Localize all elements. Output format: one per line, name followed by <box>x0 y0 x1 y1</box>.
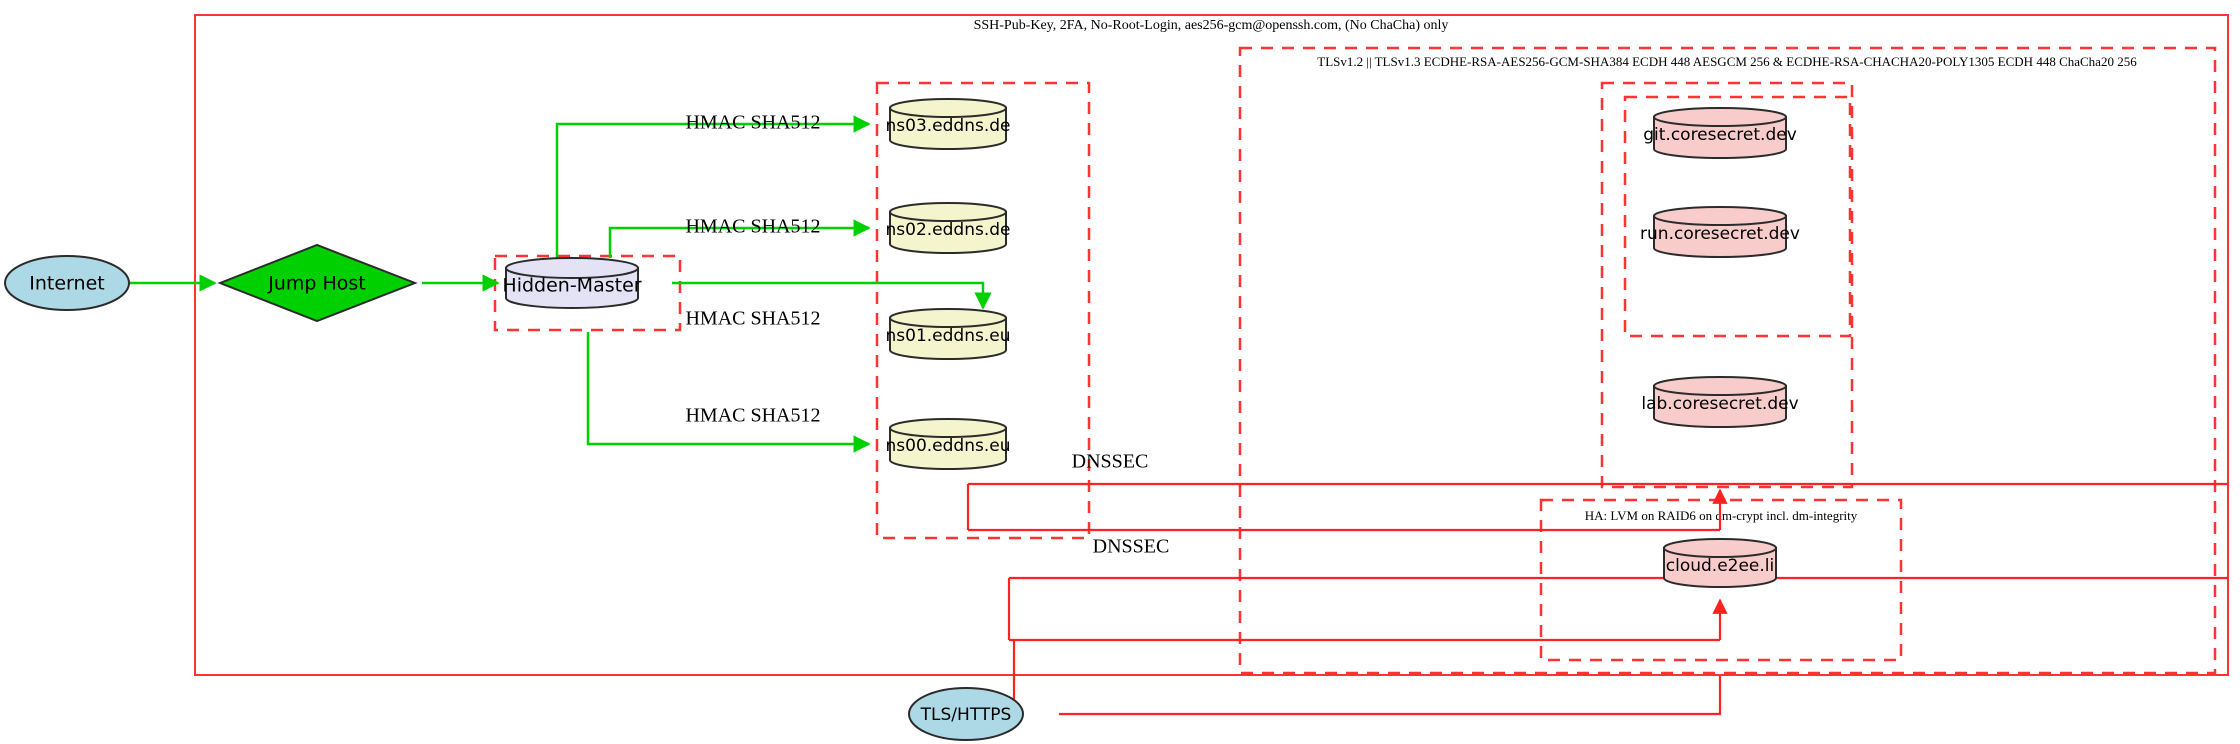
cluster-coresecret-inner-zone-border <box>1623 95 1852 338</box>
node-cloud-e2ee-label: cloud.e2ee.li <box>1666 556 1774 576</box>
node-lab-coresecret-label: lab.coresecret.dev <box>1641 394 1798 414</box>
node-ns00-label: ns00.eddns.eu <box>886 436 1011 456</box>
node-tls-https-label: TLS/HTTPS <box>920 705 1012 725</box>
node-tls-https-shape <box>908 687 1024 741</box>
node-hidden-master-label: Hidden-Master <box>502 275 641 297</box>
node-git-coresecret-body <box>1653 116 1787 159</box>
node-cloud-e2ee-body <box>1663 547 1777 588</box>
node-lab-coresecret-body <box>1653 385 1787 428</box>
node-ns02[interactable]: ns02.eddns.de <box>886 202 1011 254</box>
node-git-coresecret[interactable]: git.coresecret.dev <box>1643 107 1797 159</box>
node-run-coresecret-top <box>1653 206 1787 226</box>
node-jump-host[interactable]: Jump Host <box>217 243 418 323</box>
cluster-coresecret-zone-border <box>1600 81 1854 489</box>
node-hidden-master[interactable]: Hidden-Master <box>502 257 642 309</box>
node-cloud-e2ee[interactable]: cloud.e2ee.li <box>1663 538 1777 588</box>
node-ns01-label: ns01.eddns.eu <box>886 326 1011 346</box>
node-ns02-label: ns02.eddns.de <box>886 220 1011 240</box>
node-git-coresecret-top <box>1653 107 1787 127</box>
edge-label-dnssec-upper: DNSSEC <box>1072 451 1149 473</box>
node-ns01-body <box>889 317 1007 360</box>
node-ns00-body <box>889 427 1007 470</box>
edge-label-master-to-ns03: HMAC SHA512 <box>685 112 820 134</box>
edge-master-to-ns03 <box>555 115 871 258</box>
edge-master-to-ns00 <box>586 332 871 453</box>
edge-master-to-ns02 <box>608 219 871 258</box>
cluster-tls-zone-border <box>1238 46 2217 675</box>
cluster-ssh-zone-border <box>194 14 2229 676</box>
node-ns00-top <box>889 418 1007 438</box>
node-ns02-body <box>889 211 1007 254</box>
node-tls-https[interactable]: TLS/HTTPS <box>908 687 1024 741</box>
node-hidden-master-top <box>505 257 639 279</box>
node-ns03-top <box>889 98 1007 118</box>
node-lab-coresecret-top <box>1653 376 1787 396</box>
node-ns01[interactable]: ns01.eddns.eu <box>886 308 1011 360</box>
node-run-coresecret-body <box>1653 215 1787 258</box>
edge-tls-to-zones <box>1059 676 1722 716</box>
node-ns01-top <box>889 308 1007 328</box>
edge-label-master-to-ns01: HMAC SHA512 <box>685 308 820 330</box>
cluster-ssh-zone-label: SSH-Pub-Key, 2FA, No-Root-Login, aes256-… <box>974 18 1449 33</box>
node-run-coresecret-label: run.coresecret.dev <box>1640 224 1800 244</box>
edge-label-master-to-ns02: HMAC SHA512 <box>685 216 820 238</box>
node-jump-host-label: Jump Host <box>267 273 366 295</box>
cluster-nameserver-zone-border <box>875 81 1091 540</box>
node-ns03-body <box>889 107 1007 150</box>
node-cloud-e2ee-top <box>1663 538 1777 558</box>
node-hidden-master-body <box>505 267 639 309</box>
node-internet-shape <box>4 255 130 311</box>
cluster-tls-zone-label: TLSv1.2 || TLSv1.3 ECDHE-RSA-AES256-GCM-… <box>1317 54 2137 69</box>
cluster-hidden-master-zone-border <box>493 254 682 332</box>
cluster-ha-zone-label: HA: LVM on RAID6 on dm-crypt incl. dm-in… <box>1585 508 1858 523</box>
node-lab-coresecret[interactable]: lab.coresecret.dev <box>1641 376 1799 428</box>
node-internet[interactable]: Internet <box>4 255 130 311</box>
node-ns00[interactable]: ns00.eddns.eu <box>886 418 1011 470</box>
edge-label-dnssec-lower: DNSSEC <box>1093 536 1170 558</box>
node-ns03-label: ns03.eddns.de <box>886 116 1011 136</box>
node-ns03[interactable]: ns03.eddns.de <box>886 98 1011 150</box>
node-jump-host-shape <box>217 243 418 323</box>
node-ns02-top <box>889 202 1007 222</box>
node-internet-label: Internet <box>29 273 104 295</box>
node-git-coresecret-label: git.coresecret.dev <box>1643 125 1797 145</box>
edge-label-master-to-ns00: HMAC SHA512 <box>685 405 820 427</box>
edge-master-to-ns01 <box>672 281 992 310</box>
node-run-coresecret[interactable]: run.coresecret.dev <box>1640 206 1800 258</box>
